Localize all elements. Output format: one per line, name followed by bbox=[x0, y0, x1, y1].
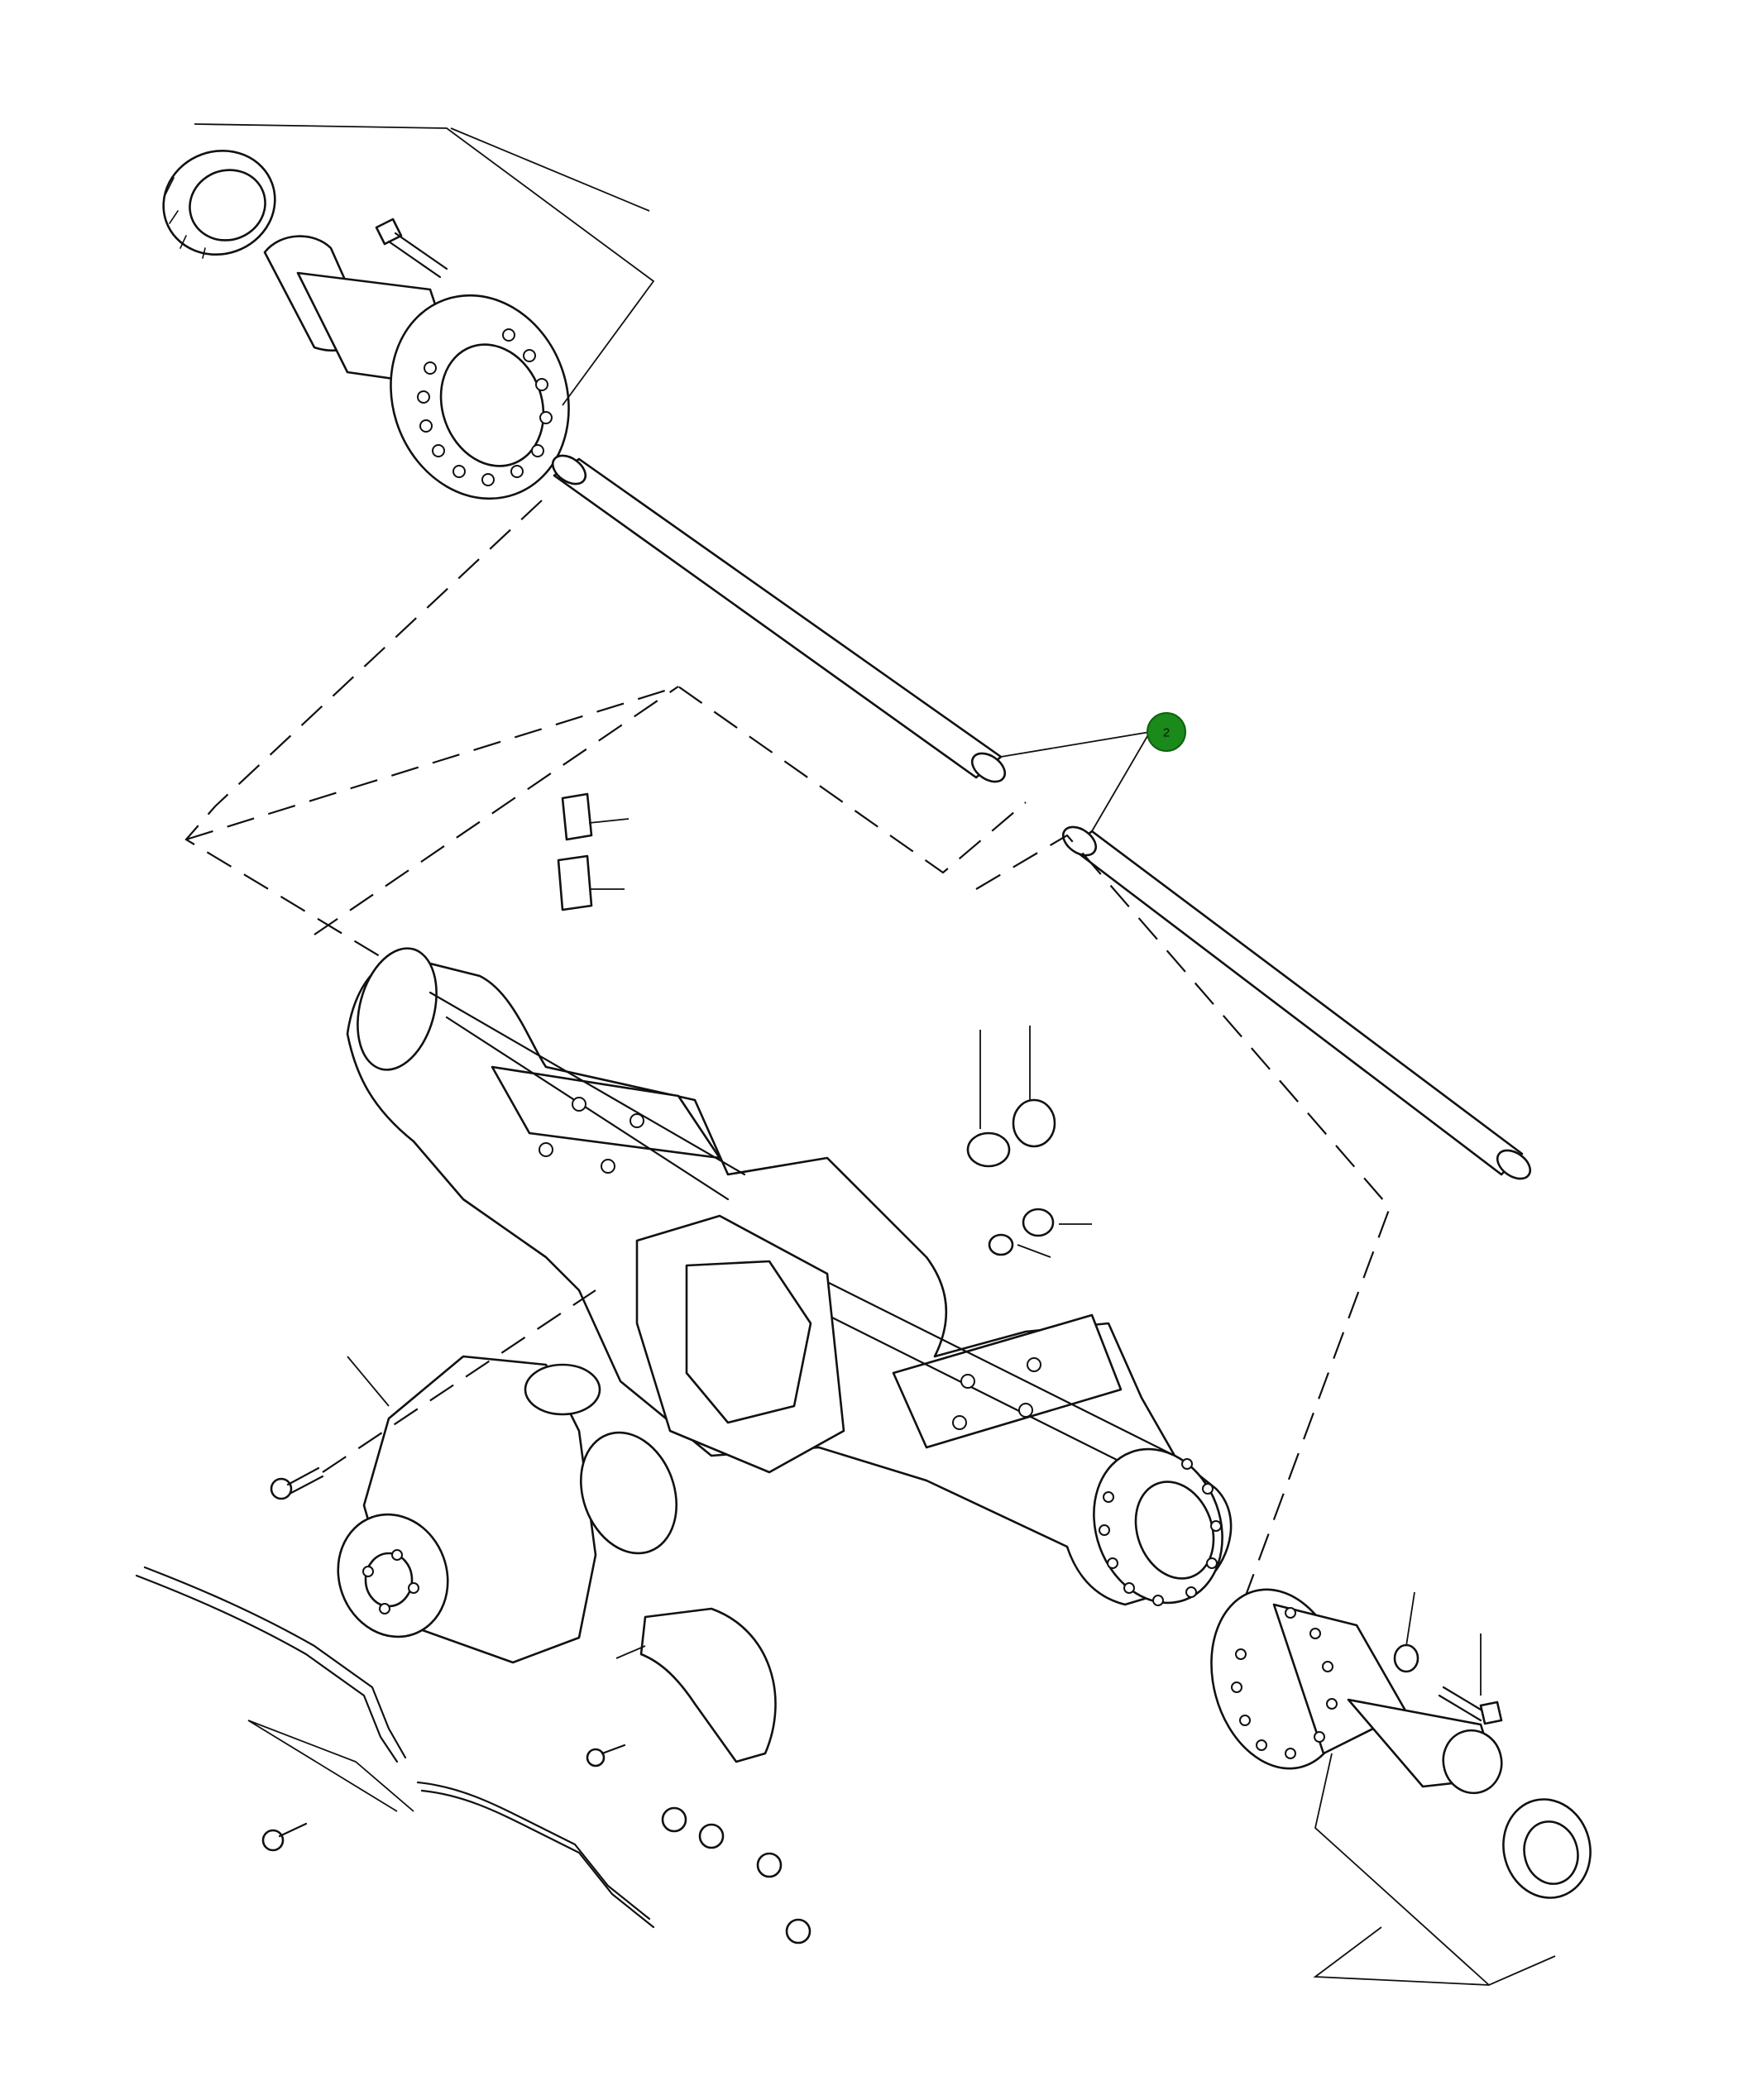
guard-plate bbox=[615, 1607, 777, 1763]
carrier-bolt bbox=[270, 1289, 596, 1500]
pipe-fittings bbox=[261, 1744, 811, 1945]
carrier-opening bbox=[635, 1214, 845, 1474]
upper-dashed-frame bbox=[184, 500, 1027, 1022]
left-bearing-nut bbox=[162, 149, 276, 259]
callout-leaders bbox=[1000, 731, 1151, 832]
left-hub-bolt bbox=[375, 218, 448, 279]
drain-plugs bbox=[966, 1026, 1092, 1258]
brake-pipes bbox=[135, 1566, 655, 1929]
callout-2[interactable]: 2 bbox=[1147, 712, 1186, 752]
breather-fittings bbox=[557, 792, 630, 911]
right-hub-bolt bbox=[1393, 1591, 1503, 1725]
right-bearing-nut bbox=[1502, 1798, 1592, 1899]
callout-2-label: 2 bbox=[1163, 726, 1170, 740]
lower-dashed-frame bbox=[314, 686, 1391, 1610]
differential-assembly bbox=[337, 1355, 677, 1664]
right-wheel-hub bbox=[1210, 1588, 1503, 1795]
upper-axle-shaft bbox=[551, 454, 1007, 783]
left-wheel-hub bbox=[263, 235, 570, 500]
lower-axle-shaft bbox=[1061, 825, 1532, 1180]
callout-2-badge[interactable] bbox=[1147, 712, 1186, 752]
assembly-brackets bbox=[194, 123, 1556, 1987]
